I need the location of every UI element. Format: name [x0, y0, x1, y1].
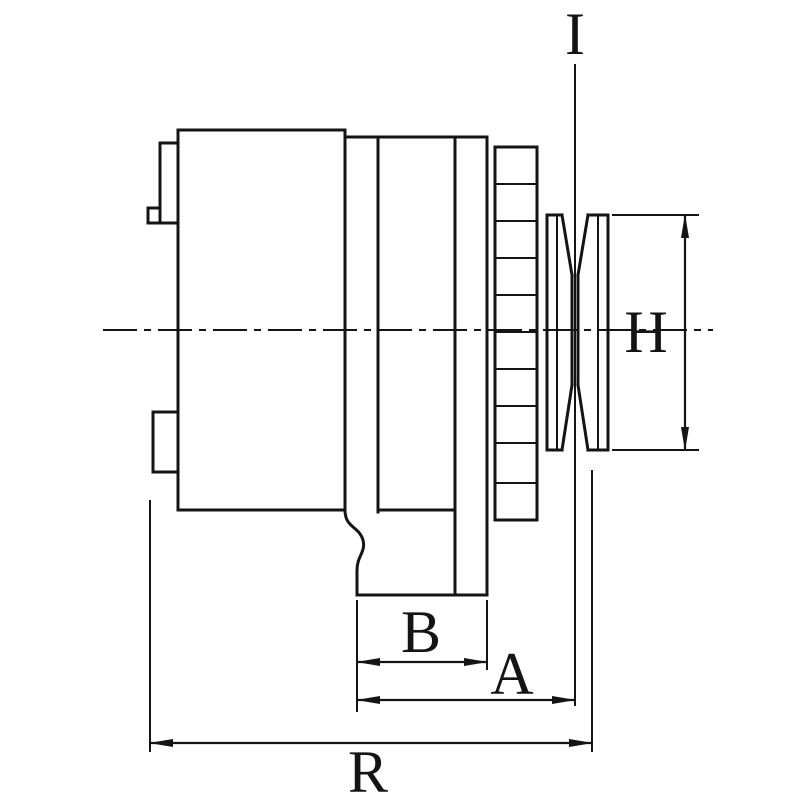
dimension-I: I: [565, 1, 585, 706]
dimension-R: R: [149, 470, 593, 800]
mounting-lug-top: [158, 141, 180, 225]
cooling-fan: [493, 145, 539, 522]
dim-label-B: B: [401, 599, 441, 665]
mounting-lug-tab: [146, 206, 162, 225]
dim-label-I: I: [565, 1, 585, 67]
dim-label-R: R: [348, 739, 388, 800]
pulley: [545, 213, 610, 452]
front-housing: [343, 135, 489, 597]
dim-label-A: A: [490, 641, 533, 707]
dimension-A: A: [356, 641, 576, 707]
rear-housing: [146, 128, 347, 512]
dim-label-H: H: [624, 299, 667, 365]
dimension-B: B: [356, 599, 488, 712]
mounting-lug-bottom: [151, 410, 180, 474]
dimension-H: H: [612, 214, 699, 451]
